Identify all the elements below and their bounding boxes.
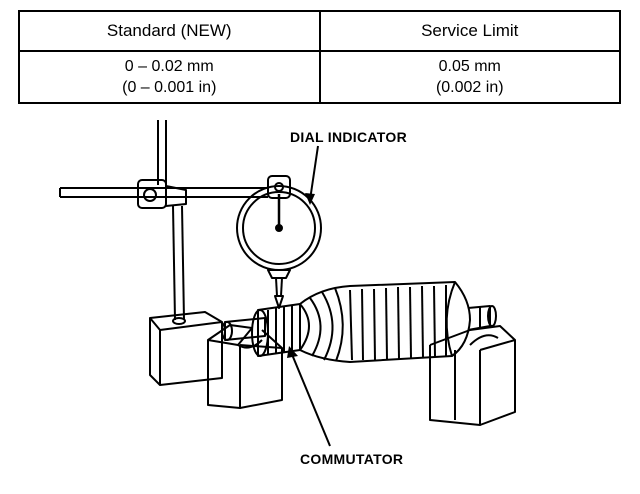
commutator-arrow bbox=[287, 346, 298, 358]
dial-indicator bbox=[236, 175, 322, 309]
standard-metric: 0 – 0.02 mm bbox=[124, 58, 214, 75]
service-limit-metric: 0.05 mm bbox=[438, 58, 501, 75]
header-service-limit: Service Limit bbox=[318, 10, 621, 52]
armature-runout-illustration bbox=[59, 120, 516, 447]
armature-shaft-right bbox=[467, 305, 497, 331]
dial-indicator-arrow bbox=[305, 193, 315, 205]
commutator bbox=[251, 303, 301, 357]
armature-windings bbox=[299, 281, 471, 363]
service-limit-value-cell: 0.05 mm (0.002 in) bbox=[318, 50, 621, 104]
right-v-block bbox=[429, 325, 516, 426]
dial-indicator-label: DIAL INDICATOR bbox=[290, 129, 407, 145]
table-row: 0 – 0.02 mm (0 – 0.001 in) 0.05 mm (0.00… bbox=[18, 50, 621, 104]
header-standard: Standard (NEW) bbox=[18, 10, 321, 52]
service-limit-imperial: (0.002 in) bbox=[435, 79, 504, 96]
rod-clamp bbox=[137, 179, 187, 209]
commutator-label: COMMUTATOR bbox=[300, 451, 404, 467]
stand-rod bbox=[157, 120, 185, 321]
standard-imperial: (0 – 0.001 in) bbox=[122, 79, 217, 96]
table-header-row: Standard (NEW) Service Limit bbox=[18, 10, 621, 52]
support-rod bbox=[59, 187, 268, 198]
magnetic-base bbox=[149, 311, 223, 386]
standard-value-cell: 0 – 0.02 mm (0 – 0.001 in) bbox=[18, 50, 321, 104]
specification-table: Standard (NEW) Service Limit 0 – 0.02 mm… bbox=[18, 10, 621, 104]
armature-shaft-left bbox=[221, 317, 266, 341]
left-v-block bbox=[207, 324, 283, 409]
leader-lines bbox=[290, 145, 331, 447]
